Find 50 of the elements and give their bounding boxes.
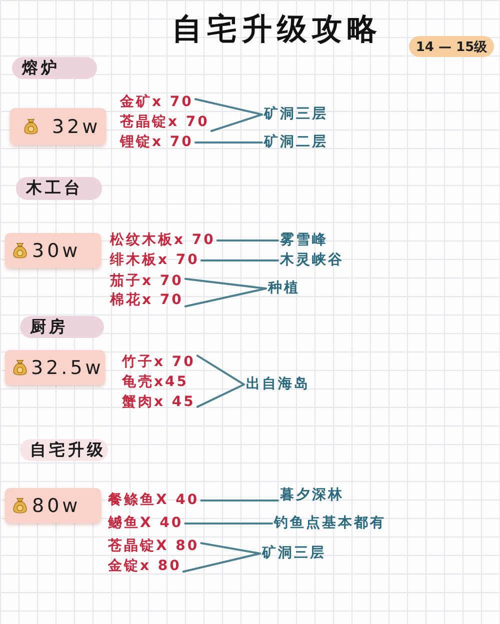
source-location: 种植 (268, 280, 300, 297)
price-tag (10, 108, 106, 145)
price-tag (5, 488, 101, 523)
connector-line (182, 552, 261, 573)
connector-line (216, 240, 279, 242)
material-quantity: 棉花x 70 (110, 292, 184, 309)
price-amount: 32.5w (31, 356, 104, 378)
material-quantity: 金矿x 70 (120, 94, 194, 111)
connector-line (200, 542, 261, 554)
connector-line (184, 522, 273, 524)
level-range-badge: 14 — 15级 (409, 36, 494, 57)
connector-line (194, 142, 263, 144)
source-location: 矿洞三层 (264, 106, 328, 123)
material-quantity: 松纹木板x 70 (110, 232, 216, 249)
material-quantity: 餐鲦鱼X 40 (108, 492, 200, 509)
connector-line (184, 278, 267, 290)
connector-line (184, 288, 267, 308)
material-quantity: 鳡鱼X 40 (108, 515, 184, 532)
material-quantity: 绯木板x 70 (110, 252, 200, 269)
material-quantity: 金锭x 80 (108, 558, 182, 575)
material-quantity: 龟壳x45 (122, 374, 189, 391)
connector-line (210, 114, 263, 132)
source-location: 矿洞二层 (264, 134, 328, 151)
connector-line (200, 260, 279, 262)
source-location: 出自海岛 (246, 376, 310, 393)
price-amount: 30w (32, 240, 81, 262)
source-location: 雾雪峰 (280, 232, 328, 249)
price-tag (5, 233, 101, 268)
source-location: 钓鱼点基本都有 (274, 515, 386, 532)
connector-line (200, 500, 279, 502)
section-tag: 自宅升级 (20, 439, 108, 461)
material-quantity: 茄子x 70 (110, 273, 184, 290)
source-location: 木灵峡谷 (280, 252, 344, 269)
price-amount: 32w (52, 116, 101, 138)
material-quantity: 竹子x 70 (122, 354, 196, 371)
connector-line (196, 384, 245, 408)
connector-line (196, 354, 245, 386)
material-quantity: 蟹肉x 45 (122, 394, 196, 411)
price-amount: 80w (32, 494, 81, 516)
material-quantity: 锂锭x 70 (120, 134, 194, 151)
source-location: 矿洞三层 (262, 545, 326, 562)
title: 自宅升级攻略 (172, 12, 382, 48)
material-quantity: 苍晶锭X 80 (108, 538, 200, 555)
material-quantity: 苍晶锭x 70 (120, 114, 210, 131)
section-tag: 木工台 (16, 177, 102, 200)
price-tag (5, 350, 105, 385)
connector-line (194, 98, 263, 116)
section-tag: 熔炉 (12, 57, 97, 79)
section-tag: 厨房 (20, 316, 104, 338)
source-location: 暮夕深林 (280, 487, 344, 504)
